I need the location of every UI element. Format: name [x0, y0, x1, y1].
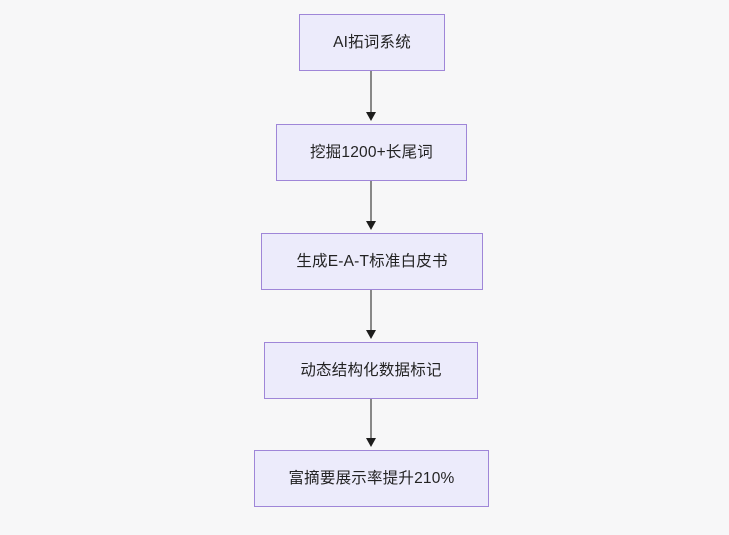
edge-arrowhead-node3-node4 [365, 330, 376, 339]
flowchart-node-label: AI拓词系统 [333, 33, 411, 51]
edge-line-node2-node3 [370, 181, 372, 224]
edge-line-node1-node2 [370, 71, 372, 115]
edge-line-node4-node5 [370, 399, 372, 441]
flowchart-node-label: 挖掘1200+长尾词 [309, 143, 434, 161]
edge-arrowhead-node1-node2 [365, 112, 376, 121]
edge-arrowhead-node2-node3 [365, 221, 376, 230]
flowchart-node-dynamic-structured-data-markup[interactable]: 动态结构化数据标记 [264, 342, 478, 399]
edge-line-node3-node4 [370, 290, 372, 333]
flowchart-node-label: 生成E-A-T标准白皮书 [296, 252, 448, 270]
flowchart-node-label: 富摘要展示率提升210% [288, 469, 455, 487]
flowchart-node-label: 动态结构化数据标记 [300, 361, 442, 379]
flowchart-node-rich-snippet-rate-increase[interactable]: 富摘要展示率提升210% [254, 450, 489, 507]
flowchart-node-mine-longtail-keywords[interactable]: 挖掘1200+长尾词 [276, 124, 467, 181]
flowchart-node-generate-eat-whitepaper[interactable]: 生成E-A-T标准白皮书 [261, 233, 483, 290]
flowchart-node-ai-keyword-system[interactable]: AI拓词系统 [299, 14, 445, 71]
edge-arrowhead-node4-node5 [365, 438, 376, 447]
